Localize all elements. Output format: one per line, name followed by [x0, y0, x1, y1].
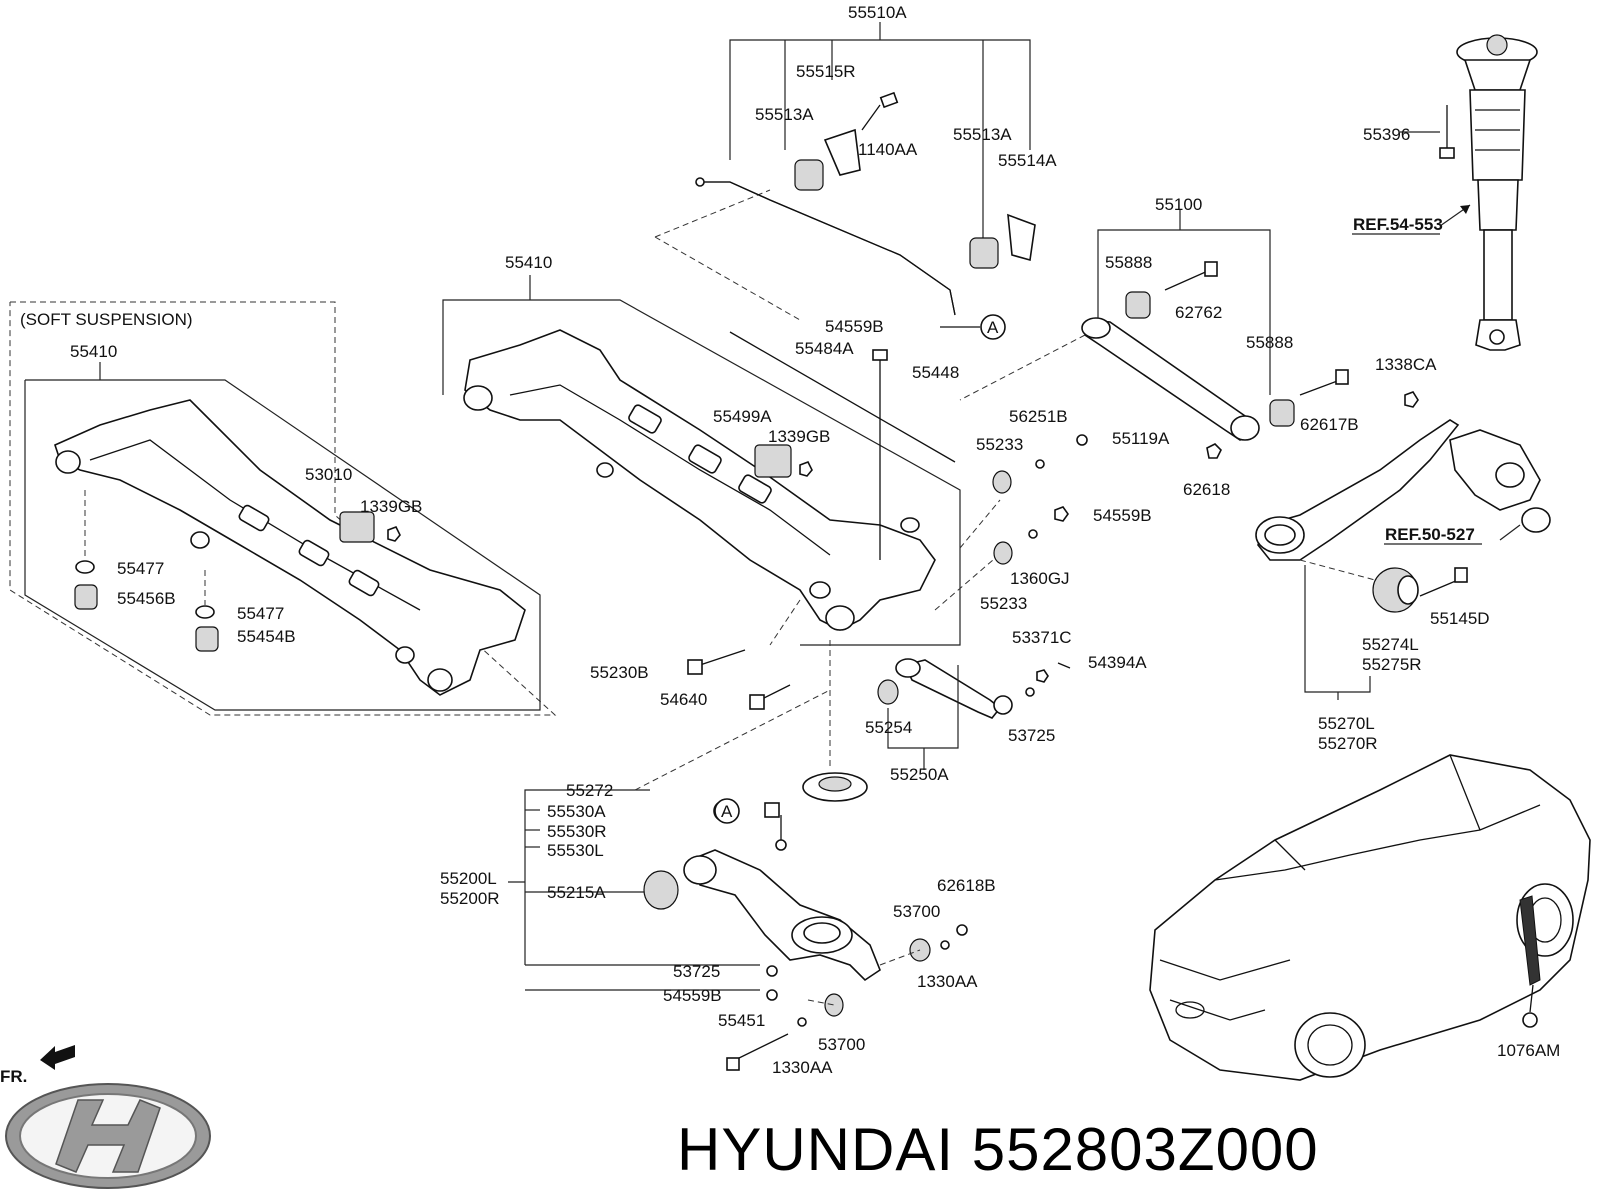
part-label: 55513A [755, 105, 814, 124]
part-label: 55510A [848, 3, 907, 22]
part-label: 55270L [1318, 714, 1375, 733]
part-label: 1140AA [858, 140, 918, 159]
shock-absorber [1400, 34, 1538, 351]
part-label: 62762 [1175, 303, 1222, 322]
part-label: 55888 [1246, 333, 1293, 352]
part-label: 55145D [1430, 609, 1490, 628]
lower-arm-group [508, 689, 968, 1071]
part-label: 55200R [440, 889, 500, 908]
part-label: 55233 [980, 594, 1027, 613]
part-label: 55272 [566, 781, 613, 800]
part-label: 54640 [660, 690, 707, 709]
part-label: 55515R [796, 62, 856, 81]
part-label: 55410 [70, 342, 117, 361]
part-label: 54559B [663, 986, 722, 1005]
part-labels: 55510A 55515R 55513A 1140AA 55513A 55514… [70, 3, 1560, 1077]
part-label: 62617B [1300, 415, 1359, 434]
part-label: 55233 [976, 435, 1023, 454]
part-label: 55119A [1112, 429, 1170, 448]
part-label: 55454B [237, 627, 296, 646]
part-label: 55477 [237, 604, 284, 623]
part-label: 62618B [937, 876, 996, 895]
trailing-arm-knuckle [1255, 391, 1551, 700]
part-label: 55215A [547, 883, 606, 902]
part-label: 1076AM [1497, 1041, 1560, 1060]
part-label: 55514A [998, 151, 1057, 170]
part-label: 1338CA [1375, 355, 1437, 374]
part-label: 55513A [953, 125, 1012, 144]
part-label: 55275R [1362, 655, 1422, 674]
part-label: 55888 [1105, 253, 1152, 272]
part-label: 55499A [713, 407, 772, 426]
part-label: 55530R [547, 822, 607, 841]
front-label: FR. [0, 1067, 27, 1086]
part-label: 55200L [440, 869, 497, 888]
part-label: 55274L [1362, 635, 1419, 654]
part-label: 55270R [1318, 734, 1378, 753]
part-label: 55451 [718, 1011, 765, 1030]
part-label: 55250A [890, 765, 949, 784]
hyundai-logo [5, 1083, 211, 1189]
front-direction-arrow: FR. [0, 1045, 75, 1086]
soft-suspension-group [9, 301, 557, 716]
part-label: 53700 [893, 902, 940, 921]
lateral-arm [877, 658, 1071, 770]
bushing-hardware [934, 434, 1088, 611]
part-label: 55477 [117, 559, 164, 578]
part-label: 53371C [1012, 628, 1072, 647]
part-label: 1339GB [360, 497, 422, 516]
part-label: 54559B [825, 317, 884, 336]
part-label: 55230B [590, 663, 649, 682]
brand-caption: HYUNDAI 552803Z000 [677, 1116, 1319, 1183]
part-label: 1339GB [768, 427, 830, 446]
part-label: 55530A [547, 802, 606, 821]
soft-suspension-label: (SOFT SUSPENSION) [20, 310, 193, 329]
part-label: 53010 [305, 465, 352, 484]
part-label: 62618 [1183, 480, 1230, 499]
part-label: 55448 [912, 363, 959, 382]
crossmember-main [442, 275, 961, 770]
part-label: 1360GJ [1010, 569, 1070, 588]
part-label: 1330AA [917, 972, 978, 991]
part-label: 54559B [1093, 506, 1152, 525]
upper-arm-group [959, 210, 1349, 459]
car-illustration [1149, 754, 1591, 1081]
part-label: 56251B [1009, 407, 1068, 426]
part-label: 55254 [865, 718, 912, 737]
part-label: 53725 [673, 962, 720, 981]
part-label: 53700 [818, 1035, 865, 1054]
part-label: 55484A [795, 339, 854, 358]
part-label: 55456B [117, 589, 176, 608]
part-label: 55100 [1155, 195, 1202, 214]
ref-50-527: REF.50-527 [1385, 525, 1475, 544]
part-label: 55396 [1363, 125, 1410, 144]
part-label: 55530L [547, 841, 604, 860]
callout-a-top: A [987, 318, 999, 337]
stabilizer-bar-group [654, 22, 1036, 321]
callout-a-bottom: A [721, 802, 733, 821]
part-label: 1330AA [772, 1058, 833, 1077]
part-label: 54394A [1088, 653, 1147, 672]
part-label: 53725 [1008, 726, 1055, 745]
part-label: 55410 [505, 253, 552, 272]
ref-54-553: REF.54-553 [1353, 215, 1443, 234]
